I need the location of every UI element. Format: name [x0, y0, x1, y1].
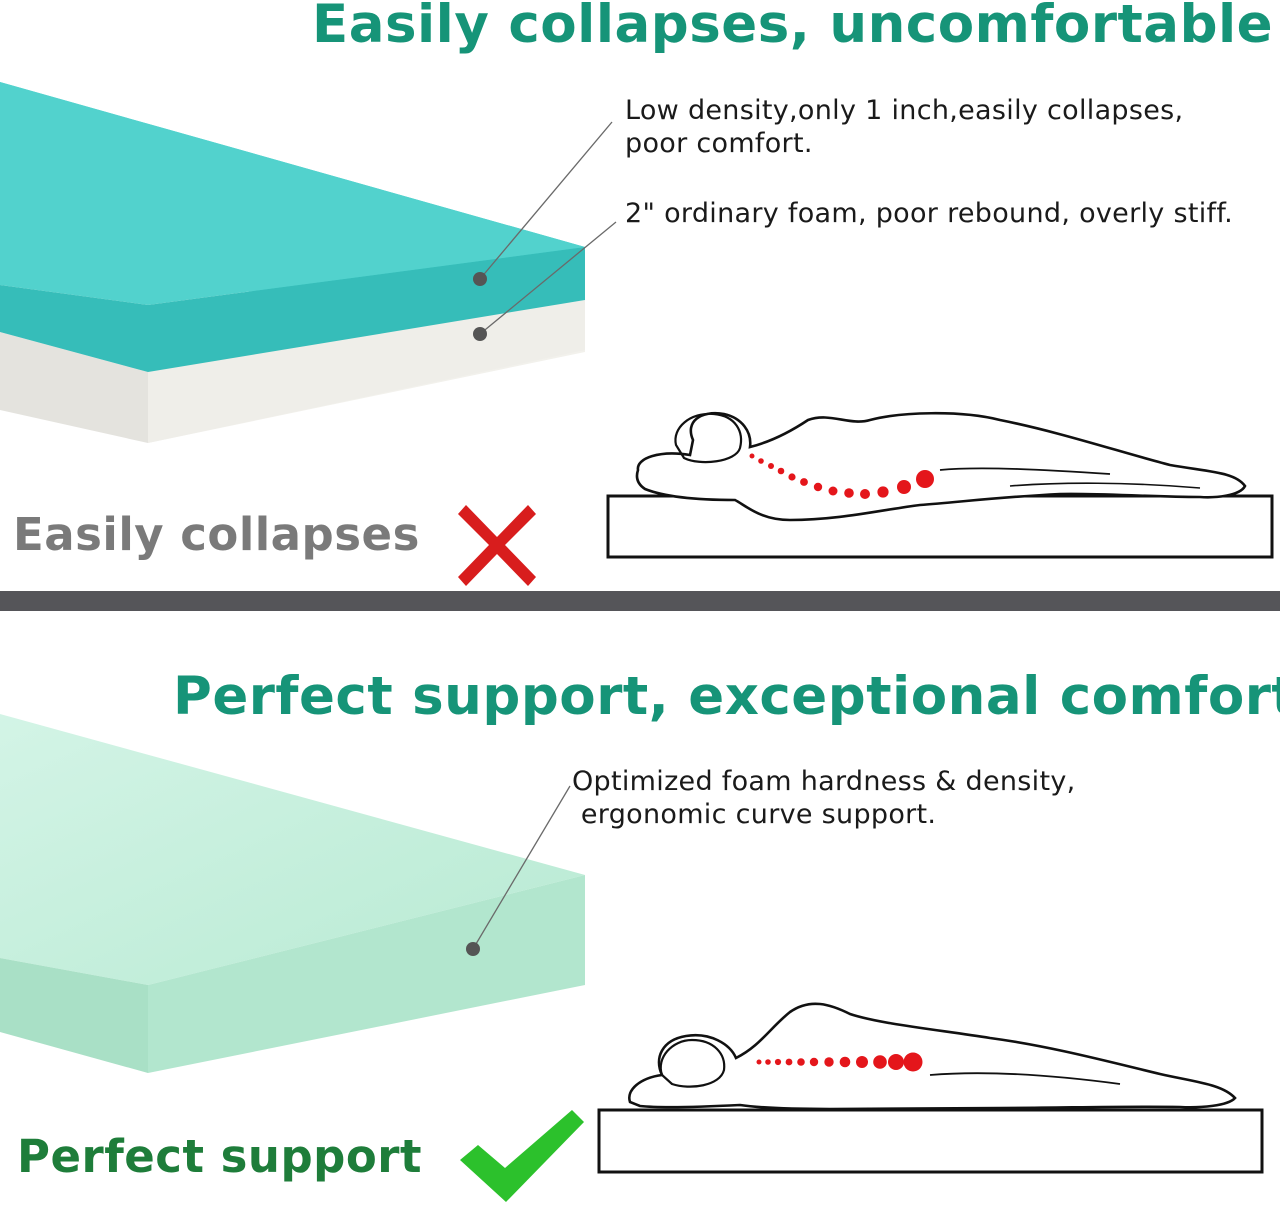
top-callout-1: Low density,only 1 inch,easily collapses… — [625, 94, 1183, 160]
top-mattress-illustration — [606, 411, 1274, 559]
callout-leader-1 — [479, 121, 613, 280]
top-callout-2: 2" ordinary foam, poor rebound, overly s… — [625, 198, 1234, 229]
teal-foam-front — [0, 247, 585, 372]
bottom-spine-dots — [756, 1052, 923, 1072]
green-check-icon — [460, 1110, 584, 1202]
top-callout-1-line-1: Low density,only 1 inch,easily collapses… — [625, 95, 1184, 126]
bottom-caption: Perfect support — [17, 1130, 423, 1183]
bottom-callout-1: Optimized foam hardness & density, ergon… — [572, 765, 1076, 831]
callout-dot-3 — [466, 942, 480, 956]
bottom-mattress — [597, 1108, 1264, 1174]
section-divider — [0, 591, 1280, 611]
callout-dot-2 — [473, 327, 487, 341]
bottom-foam-block — [0, 714, 585, 1073]
top-mattress — [606, 494, 1274, 559]
callout-leader-2 — [479, 221, 617, 335]
mint-foam-side — [148, 875, 585, 1073]
red-x-icon — [458, 505, 536, 586]
bottom-callout-1-line-1: Optimized foam hardness & density, — [572, 766, 1076, 797]
bottom-callout-1-line-2: ergonomic curve support. — [572, 799, 937, 830]
bottom-body-outline — [628, 1002, 1237, 1111]
bottom-headline: Perfect support, exceptional comfort — [173, 666, 1280, 727]
bottom-mattress-illustration — [597, 1002, 1264, 1174]
top-spine-dots — [749, 453, 934, 499]
top-headline: Easily collapses, uncomfortable — [312, 0, 1274, 55]
callout-dot-1 — [473, 272, 487, 286]
top-callout-1-line-2: poor comfort. — [625, 128, 813, 159]
top-caption: Easily collapses — [13, 508, 420, 561]
callout-leader-3 — [472, 785, 571, 950]
mint-foam-front — [0, 958, 148, 1073]
white-foam-front-face — [0, 332, 148, 443]
top-foam-block — [0, 82, 617, 443]
top-body-outline — [635, 411, 1247, 522]
mint-foam-top — [0, 714, 585, 985]
